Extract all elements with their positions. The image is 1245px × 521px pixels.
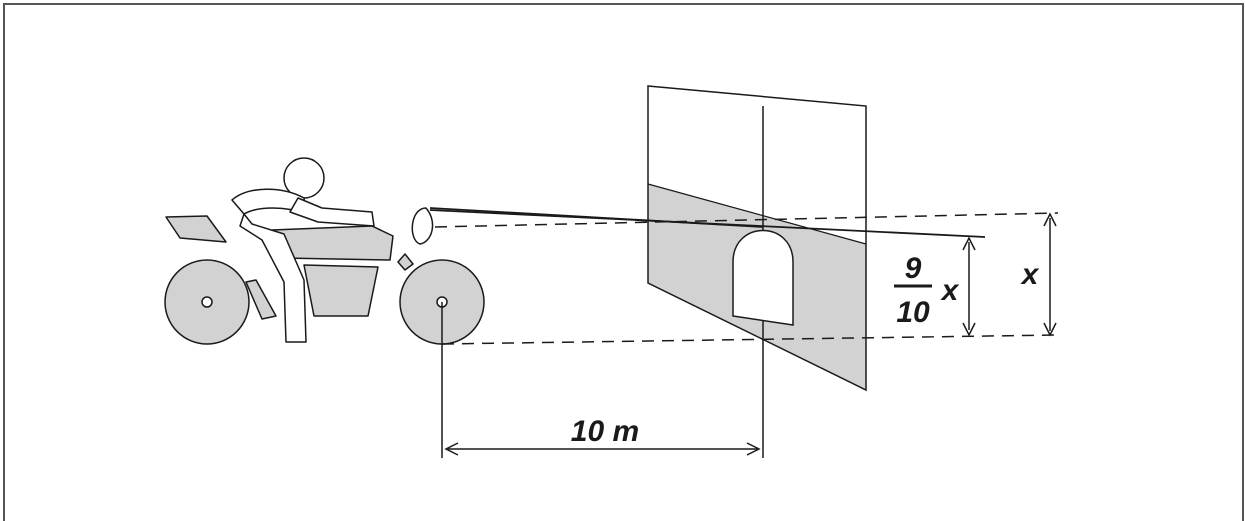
fraction-denominator-label: 10: [896, 296, 930, 329]
fraction-numerator-label: 9: [905, 252, 922, 285]
light-spot: [732, 229, 794, 326]
fraction-variable-label: x: [940, 274, 960, 307]
distance-dimension: [441, 302, 764, 458]
full-arrowhead-top: [1043, 212, 1057, 227]
wall-outline: [647, 85, 867, 392]
rider-leg: [239, 213, 307, 343]
distance-label: 10 m: [571, 415, 639, 448]
projection-wall: [647, 85, 867, 392]
full-height-dimension: [1043, 212, 1057, 337]
cutoff-edge: [647, 183, 867, 245]
rear-fender: [165, 215, 227, 243]
rear-hub: [201, 296, 213, 308]
full-height-label: x: [1020, 258, 1040, 291]
beam-lines: [429, 207, 1059, 345]
swingarm: [245, 279, 277, 320]
fraction-arrowhead-top: [962, 236, 976, 251]
distance-arrowhead-right: [746, 442, 761, 456]
headlight: [411, 207, 434, 245]
headlight-height-line: [434, 212, 1059, 228]
full-arrowhead-bottom: [1043, 322, 1057, 337]
distance-arrowhead-left: [444, 442, 459, 456]
front-fork: [397, 253, 414, 271]
fraction-arrowhead-bottom: [962, 322, 976, 337]
rider-arm: [289, 197, 375, 227]
beam-ray-lower: [429, 209, 986, 238]
fraction-height-dimension: [962, 236, 976, 337]
frame-border: [3, 3, 1244, 521]
motorcycle-with-rider-icon: [164, 157, 485, 345]
engine-block: [303, 264, 379, 317]
ground-line: [441, 334, 1059, 345]
